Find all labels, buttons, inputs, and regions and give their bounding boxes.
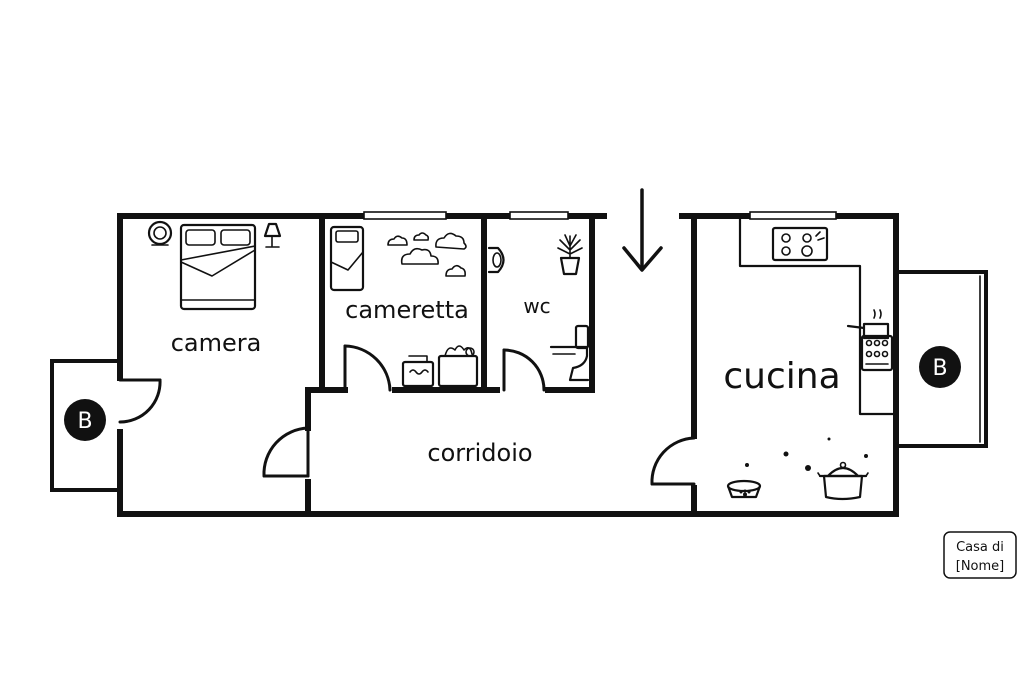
saucepan-icon: [846, 309, 890, 340]
stove-icon: [771, 226, 829, 262]
door-balcony-left: [118, 378, 162, 424]
pot-icon: [817, 461, 869, 501]
room-label-wc: wc: [523, 294, 550, 318]
walls: [117, 213, 899, 517]
doors: [118, 344, 696, 486]
kitchen-counter: [738, 217, 895, 416]
cloud-icon: [387, 232, 467, 277]
stamp-line-1: Casa di: [956, 540, 1004, 555]
stamp-line-2: [Nome]: [956, 559, 1004, 574]
oven-icon: [860, 334, 894, 372]
plant-icon: [557, 234, 583, 276]
balcony-right: [897, 270, 988, 448]
room-label-cucina: cucina: [723, 356, 840, 397]
sparkle-dots: [745, 437, 868, 471]
toilet-icon: [549, 324, 590, 382]
door-cucina: [650, 436, 696, 486]
room-label-camera: camera: [171, 329, 262, 357]
balcony-left-marker: B: [64, 399, 106, 441]
pet-bowl-icon: [726, 479, 762, 499]
sink-icon: [487, 246, 505, 274]
balcony-right-marker: B: [919, 346, 961, 388]
toy-box-icon: [401, 345, 479, 388]
door-cameretta: [343, 344, 392, 392]
door-camera: [262, 426, 310, 478]
balcony-left: [50, 359, 119, 492]
lamp-icon: [263, 222, 282, 248]
door-wc: [502, 348, 546, 392]
room-label-cameretta: cameretta: [345, 296, 469, 324]
balcony-right-label: B: [932, 356, 947, 381]
house-name-stamp: Casa di [Nome]: [943, 531, 1017, 579]
single-bed-icon: [329, 225, 365, 292]
windows: [363, 211, 837, 220]
entrance-arrow-icon: [622, 188, 663, 272]
double-bed-icon: [179, 223, 257, 311]
room-label-corridoio: corridoio: [427, 439, 532, 467]
clock-icon: [147, 220, 173, 246]
balcony-left-label: B: [77, 409, 92, 434]
